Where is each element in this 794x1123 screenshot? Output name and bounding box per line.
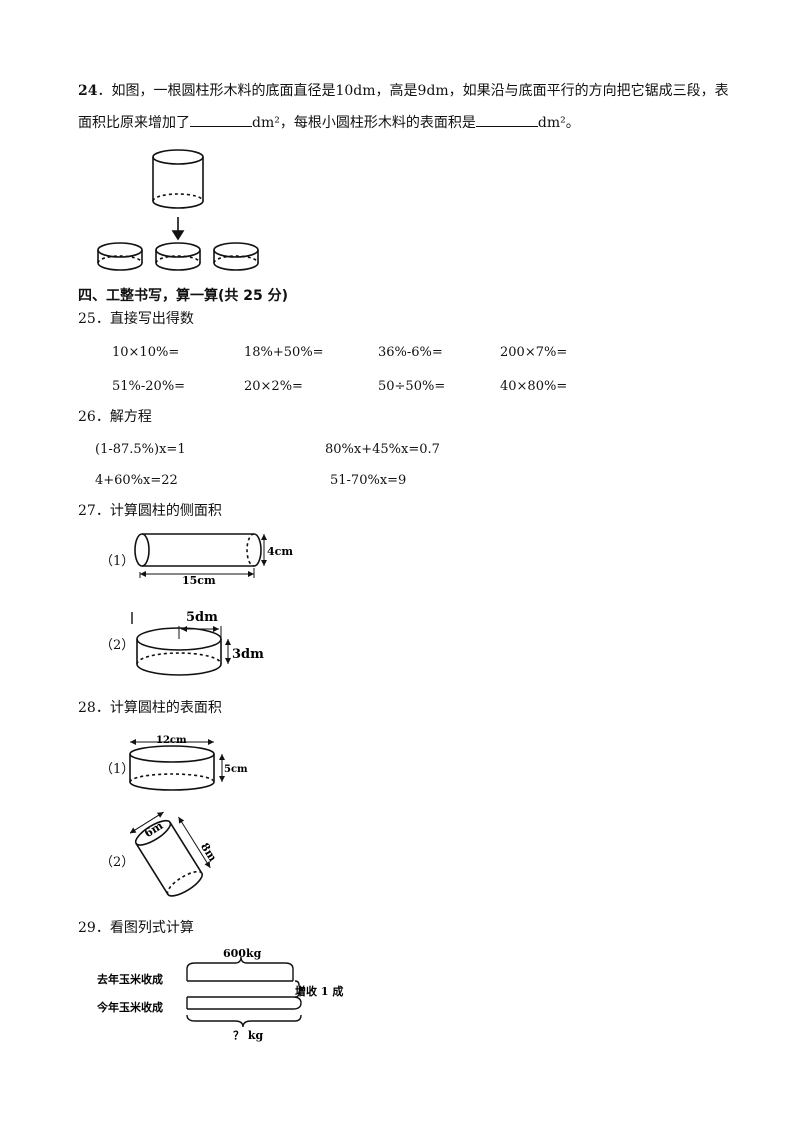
q27-title: 27．计算圆柱的侧面积 <box>78 503 222 519</box>
q27-p1-length-label: 15cm <box>182 574 216 586</box>
q25-title: 25．直接写出得数 <box>78 311 194 327</box>
q24-number: 24 <box>78 83 98 99</box>
q29-bottom-value: ？ kg <box>233 1029 263 1042</box>
q27-p1-height-label: 4cm <box>267 545 293 558</box>
q27-cylinder-2: 5dm 3dm <box>131 610 264 676</box>
q28-cylinder-2: 6m 8m <box>130 811 219 897</box>
q27-p2-radius-label: 5dm <box>186 610 218 625</box>
q29-title: 29．看图列式计算 <box>78 920 194 936</box>
q25-item: 51%-20%= <box>112 379 186 394</box>
q24-blank-2[interactable] <box>475 112 538 127</box>
q25-item: 200×7%= <box>500 345 568 360</box>
q25-item: 40×80%= <box>500 379 568 394</box>
q26-equation: 4+60%x=22 <box>95 473 178 488</box>
q28-part2-label: （2） <box>100 855 135 870</box>
q28-p2-height-label: 8m <box>198 841 219 865</box>
q27-p2-height-label: 3dm <box>232 647 264 662</box>
q29-bar-diagram: 600kg 去年玉米收成 今年玉米收成 增收 1 成 ？ kg <box>96 947 343 1042</box>
q24-text-b: ，每根小圆柱形木料的表面积是 <box>279 115 476 131</box>
q28-title: 28．计算圆柱的表面积 <box>78 700 222 716</box>
q24-text-a: 面积比原来增加了 <box>78 115 190 131</box>
q28-p1-height-label: 5cm <box>224 764 248 775</box>
q24-unit-2: dm² <box>537 115 566 131</box>
q26-equation: (1-87.5%)x=1 <box>95 442 186 457</box>
q24-cylinder-figure <box>97 149 259 271</box>
q29-row1-label: 去年玉米收成 <box>97 972 163 986</box>
q28-cylinder-1: 12cm 5cm <box>129 735 248 791</box>
q25-item: 18%+50%= <box>244 345 324 360</box>
q25-item: 36%-6%= <box>378 345 443 360</box>
q27-cylinder-1: 4cm 15cm <box>134 533 293 586</box>
q29-top-value: 600kg <box>223 947 262 960</box>
q29-row2-label: 今年玉米收成 <box>96 1000 163 1014</box>
q24-line1: 24．如图，一根圆柱形木料的底面直径是10dm，高是9dm，如果沿与底面平行的方… <box>78 76 778 106</box>
q26-title: 26．解方程 <box>78 409 152 425</box>
q26-equation: 80%x+45%x=0.7 <box>325 442 440 457</box>
q24-end: 。 <box>565 115 580 131</box>
q28-part1-label: （1） <box>100 762 135 777</box>
q29-increase-label: 增收 1 成 <box>295 984 343 998</box>
section-4-heading: 四、工整书写，算一算(共 25 分) <box>78 288 289 304</box>
q27-part1-label: （1） <box>100 554 135 569</box>
q24-text-line1: ．如图，一根圆柱形木料的底面直径是10dm，高是9dm，如果沿与底面平行的方向把… <box>97 83 729 99</box>
q24-unit-1: dm² <box>252 115 280 131</box>
q25-item: 10×10%= <box>112 345 180 360</box>
q27-part2-label: （2） <box>100 638 135 653</box>
q28-p1-diameter-label: 12cm <box>156 735 187 746</box>
q24-blank-1[interactable] <box>190 112 252 127</box>
q25-item: 20×2%= <box>244 379 303 394</box>
q26-equation: 51-70%x=9 <box>330 473 407 488</box>
q25-item: 50÷50%= <box>378 379 446 394</box>
